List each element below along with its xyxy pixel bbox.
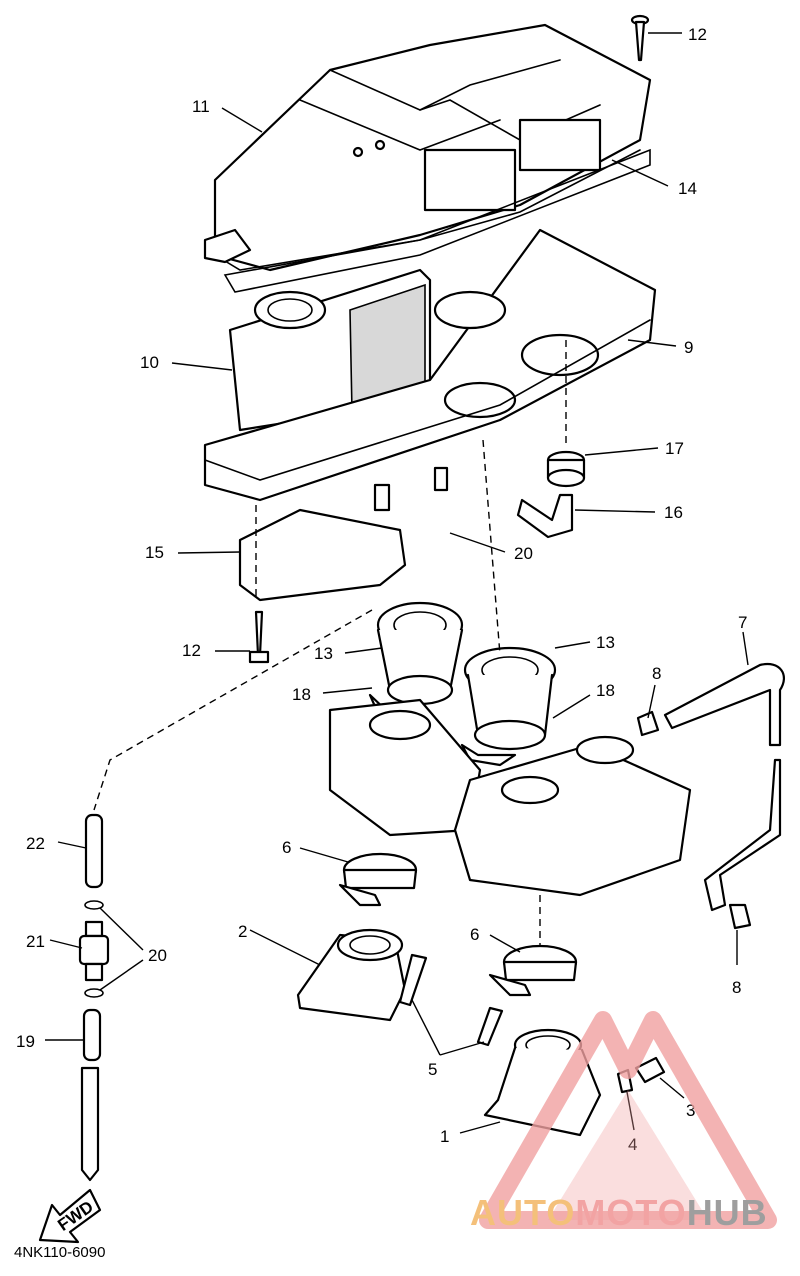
callout-13-right: 13 [596, 633, 615, 652]
callout-11: 11 [192, 97, 210, 116]
callout-20-upper: 20 [514, 544, 533, 563]
clip-20a [84, 900, 104, 910]
diagram-code: 4NK110-6090 [14, 1244, 106, 1261]
air-filter-case [203, 228, 657, 512]
screw-5a [398, 953, 428, 1007]
clamp-left [338, 852, 418, 907]
callout-16: 16 [664, 503, 683, 522]
clip-20b [84, 988, 104, 998]
carburetor-joint-left [376, 601, 464, 706]
callout-9: 9 [684, 338, 693, 357]
callout-1: 1 [440, 1127, 449, 1146]
joint [516, 493, 574, 539]
watermark-brand: AUTOMOTOHUB [470, 1192, 768, 1234]
bracket [238, 508, 407, 602]
callout-20-lower: 20 [148, 946, 167, 965]
callout-7: 7 [738, 613, 747, 632]
callout-17: 17 [665, 439, 684, 458]
screw-bottom [248, 610, 270, 664]
clip-lower [728, 903, 752, 930]
cap-3 [634, 1056, 666, 1084]
callout-2: 2 [238, 922, 247, 941]
callout-10: 10 [140, 353, 159, 372]
callout-12-top: 12 [688, 25, 707, 44]
intake-joint-2 [296, 928, 407, 1022]
leader-lines [45, 32, 749, 1134]
fuel-filter [78, 920, 110, 982]
clip-upper [636, 710, 660, 737]
air-filter-element [228, 268, 432, 432]
callout-4: 4 [628, 1135, 637, 1154]
callout-18-right: 18 [596, 681, 615, 700]
callout-18-left: 18 [292, 685, 311, 704]
callout-22: 22 [26, 834, 45, 853]
air-filter-case-cover [203, 23, 652, 272]
carburetor-right [453, 735, 692, 897]
hose-19 [82, 1008, 102, 1062]
callout-3: 3 [686, 1101, 695, 1120]
callout-19: 19 [16, 1032, 35, 1051]
watermark-brand-moto: MOTO [575, 1192, 687, 1233]
gasket [223, 148, 651, 293]
watermark-logo-icon [479, 1011, 777, 1229]
callout-15: 15 [145, 543, 164, 562]
callout-8-upper: 8 [652, 664, 661, 683]
carburetor-left [328, 698, 482, 837]
callout-5: 5 [428, 1060, 437, 1079]
hose-22 [84, 813, 104, 889]
clamp-right [488, 944, 578, 997]
callout-14: 14 [678, 179, 697, 198]
carburetor-joint-right [463, 646, 557, 751]
hose-routing-line [93, 609, 373, 811]
callout-13-left: 13 [314, 644, 333, 663]
callout-21: 21 [26, 932, 45, 951]
callout-8-lower: 8 [732, 978, 741, 997]
grommet [546, 450, 586, 488]
screw-5b [476, 1006, 504, 1047]
watermark-brand-hub: HUB [686, 1192, 768, 1233]
hose-7-lower [703, 758, 782, 912]
forward-arrow: FWD [38, 1188, 102, 1244]
screw-top [630, 14, 650, 62]
watermark-brand-auto: AUTO [470, 1192, 576, 1233]
callout-6-upper: 6 [282, 838, 291, 857]
hose-19-lower [80, 1066, 100, 1182]
callout-6-lower: 6 [470, 925, 479, 944]
hose-7 [663, 662, 785, 747]
callout-12-bottom: 12 [182, 641, 201, 660]
